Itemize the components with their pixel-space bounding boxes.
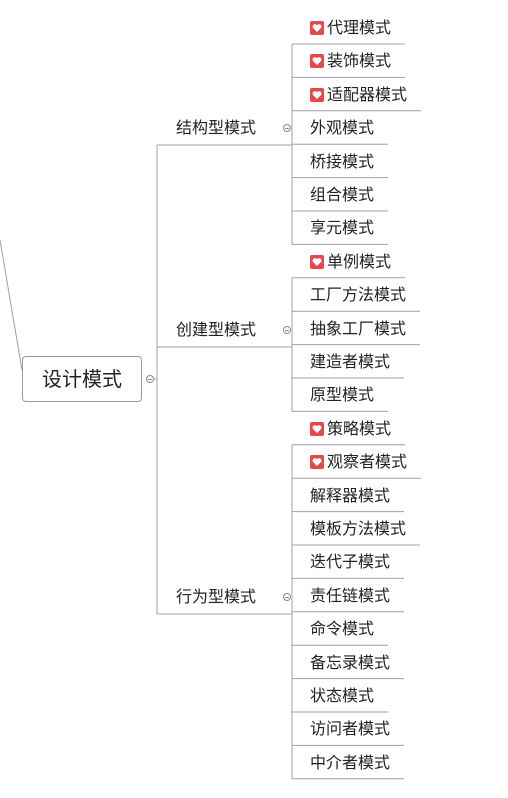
leaf-node[interactable]: 外观模式 xyxy=(310,116,374,140)
leaf-node-label: 策略模式 xyxy=(327,418,392,438)
leaf-node[interactable]: 适配器模式 xyxy=(310,83,407,107)
leaf-node-label: 建造者模式 xyxy=(310,352,391,371)
category-node-label[interactable]: 结构型模式 xyxy=(176,118,257,137)
category-collapse-toggle-icon[interactable] xyxy=(283,124,291,132)
leaf-node-label: 装饰模式 xyxy=(327,51,392,71)
category-node-label[interactable]: 行为型模式 xyxy=(176,587,257,606)
category-node-label[interactable]: 创建型模式 xyxy=(176,320,257,339)
category-collapse-toggle-icon[interactable] xyxy=(283,593,291,601)
leaf-node-label: 命令模式 xyxy=(310,619,375,639)
heart-flag-icon xyxy=(310,54,324,69)
leaf-node[interactable]: 工厂方法模式 xyxy=(310,283,406,307)
leaf-node-label: 解释器模式 xyxy=(310,485,391,505)
leaf-node[interactable]: 解释器模式 xyxy=(310,484,390,508)
leaf-node-label: 适配器模式 xyxy=(327,84,408,104)
leaf-node[interactable]: 原型模式 xyxy=(310,383,374,407)
leaf-node[interactable]: 抽象工厂模式 xyxy=(310,317,406,341)
leaf-node-label: 备忘录模式 xyxy=(310,652,391,672)
leaf-node-label: 中介者模式 xyxy=(310,752,391,772)
heart-flag-icon xyxy=(310,254,324,269)
leaf-node[interactable]: 装饰模式 xyxy=(310,49,391,73)
leaf-node-label: 工厂方法模式 xyxy=(310,285,407,305)
leaf-node-label: 外观模式 xyxy=(310,118,375,138)
leaf-node[interactable]: 访问者模式 xyxy=(310,717,390,741)
leaf-node-label: 状态模式 xyxy=(310,686,375,705)
incoming-connector-line xyxy=(0,239,23,371)
leaf-node-label: 原型模式 xyxy=(310,385,375,405)
leaf-node[interactable]: 观察者模式 xyxy=(310,450,407,474)
root-collapse-toggle-icon[interactable] xyxy=(146,375,154,383)
leaf-node-label: 抽象工厂模式 xyxy=(310,318,407,338)
leaf-node[interactable]: 桥接模式 xyxy=(310,150,374,174)
leaf-node[interactable]: 迭代子模式 xyxy=(310,550,390,574)
leaf-node[interactable]: 享元模式 xyxy=(310,216,374,240)
heart-flag-icon xyxy=(310,87,324,102)
root-node-label: 设计模式 xyxy=(42,367,122,391)
heart-flag-icon xyxy=(310,455,324,470)
leaf-node[interactable]: 组合模式 xyxy=(310,183,374,207)
leaf-node-label: 观察者模式 xyxy=(327,452,408,472)
leaf-node[interactable]: 策略模式 xyxy=(310,417,391,441)
leaf-node[interactable]: 中介者模式 xyxy=(310,751,390,775)
leaf-node[interactable]: 模板方法模式 xyxy=(310,517,406,541)
leaf-node[interactable]: 代理模式 xyxy=(310,16,391,40)
leaf-node-label: 单例模式 xyxy=(327,251,392,271)
leaf-node-label: 桥接模式 xyxy=(310,151,375,171)
root-node[interactable]: 设计模式 xyxy=(22,356,142,402)
leaf-node[interactable]: 单例模式 xyxy=(310,250,391,274)
leaf-node-label: 代理模式 xyxy=(327,18,392,37)
leaf-node[interactable]: 建造者模式 xyxy=(310,350,390,374)
leaf-node[interactable]: 命令模式 xyxy=(310,617,374,641)
category-collapse-toggle-icon[interactable] xyxy=(283,326,291,334)
leaf-node-label: 责任链模式 xyxy=(310,585,391,605)
leaf-node-label: 组合模式 xyxy=(310,185,375,204)
leaf-node[interactable]: 状态模式 xyxy=(310,684,374,708)
leaf-node-label: 享元模式 xyxy=(310,218,375,238)
heart-flag-icon xyxy=(310,421,324,436)
leaf-node[interactable]: 备忘录模式 xyxy=(310,651,390,675)
heart-flag-icon xyxy=(310,21,324,35)
leaf-node[interactable]: 责任链模式 xyxy=(310,584,390,608)
leaf-node-label: 迭代子模式 xyxy=(310,552,391,572)
leaf-node-label: 访问者模式 xyxy=(310,719,391,739)
leaf-node-label: 模板方法模式 xyxy=(310,519,407,538)
